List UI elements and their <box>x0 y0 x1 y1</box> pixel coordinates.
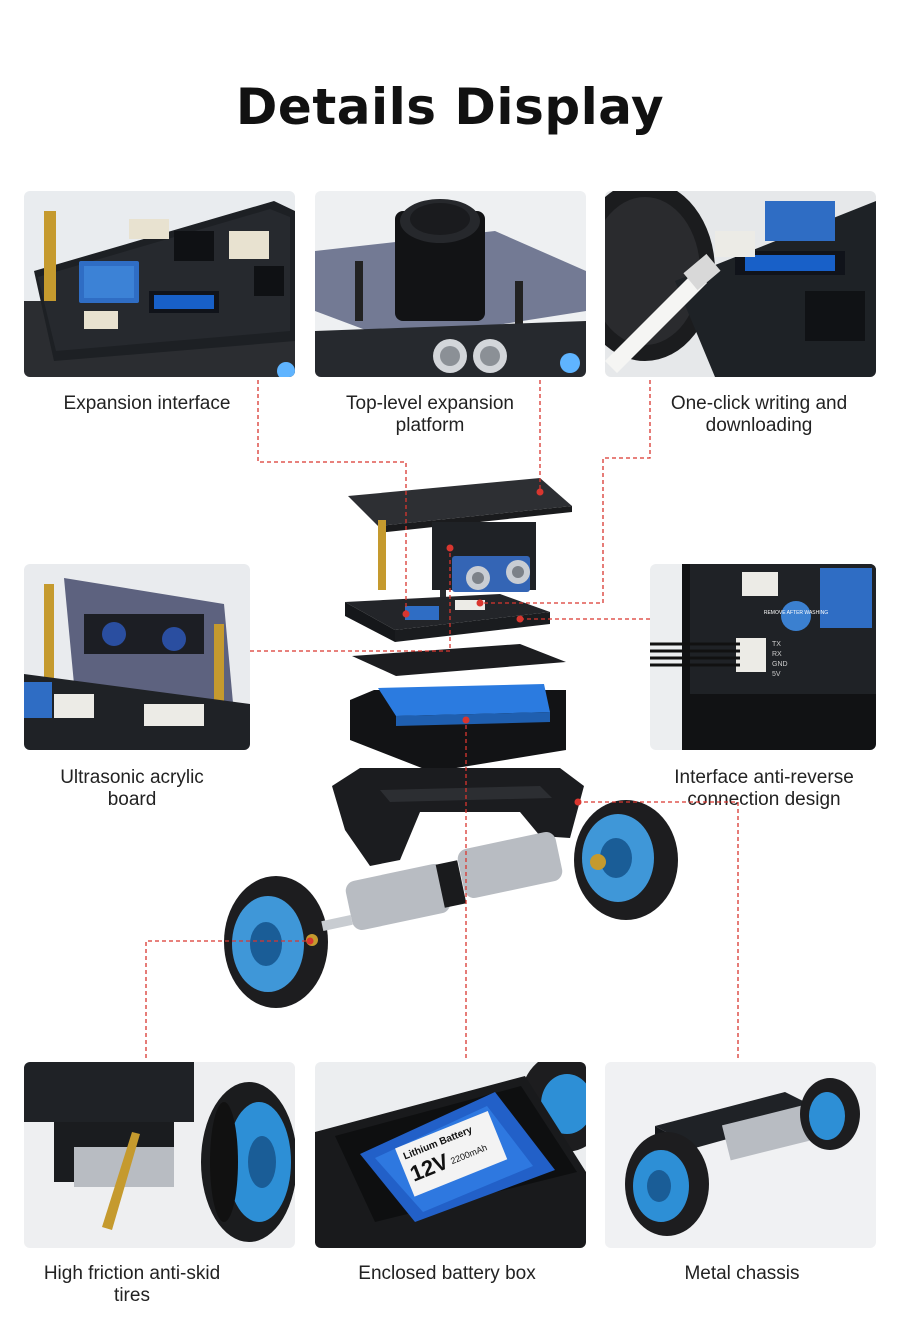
photo-anti-reverse: REMOVE AFTER WASHING TX RX GND 5V <box>650 564 876 750</box>
warning-sticker-text: REMOVE AFTER WASHING <box>764 610 828 616</box>
top-acrylic-plate <box>348 478 572 526</box>
photo-expansion-interface <box>24 191 295 377</box>
caption-one-click-writing: One-click writing and downloading <box>670 393 848 436</box>
leader-one-click <box>480 380 651 604</box>
leader-dot <box>536 488 544 496</box>
leader-metal-chassis <box>578 801 739 1058</box>
gear-motor-left <box>345 864 451 930</box>
caption-anti-reverse: Interface anti-reverse connection design <box>674 767 854 810</box>
leader-expansion-interface <box>257 380 407 614</box>
leader-ultrasonic <box>250 548 451 652</box>
pin-5v-label: 5V <box>772 671 781 678</box>
gear-motor-right <box>457 832 563 898</box>
photo-battery-box: Lithium Battery 12V 2200mAh <box>315 1062 586 1248</box>
leader-dot <box>446 544 454 552</box>
photo-ultrasonic-board <box>24 564 250 750</box>
leader-dot <box>462 716 470 724</box>
photo-anti-skid-tires <box>24 1062 295 1248</box>
oled-screen <box>405 606 439 620</box>
leader-dot <box>306 937 314 945</box>
leader-anti-skid <box>145 940 310 1058</box>
caption-expansion-interface: Expansion interface <box>63 393 231 414</box>
pin-gnd-label: GND <box>772 661 788 668</box>
photo-one-click-writing <box>605 191 876 377</box>
caption-battery-box: Enclosed battery box <box>358 1263 536 1284</box>
leader-dot <box>516 615 524 623</box>
pin-rx-label: RX <box>772 651 782 658</box>
leader-dot <box>402 610 410 618</box>
caption-ultrasonic-board: Ultrasonic acrylic board <box>60 767 204 810</box>
pin-tx-label: TX <box>772 641 781 648</box>
battery-pack <box>378 684 550 716</box>
leader-dot <box>574 798 582 806</box>
leader-dot <box>476 599 484 607</box>
caption-metal-chassis: Metal chassis <box>684 1263 800 1284</box>
photo-metal-chassis <box>605 1062 876 1248</box>
caption-anti-skid-tires: High friction anti-skid tires <box>43 1263 221 1306</box>
photo-top-platform <box>315 191 586 377</box>
brass-standoff <box>378 520 386 590</box>
page-title: Details Display <box>235 78 665 136</box>
caption-top-platform: Top-level expansion platform <box>346 393 514 436</box>
